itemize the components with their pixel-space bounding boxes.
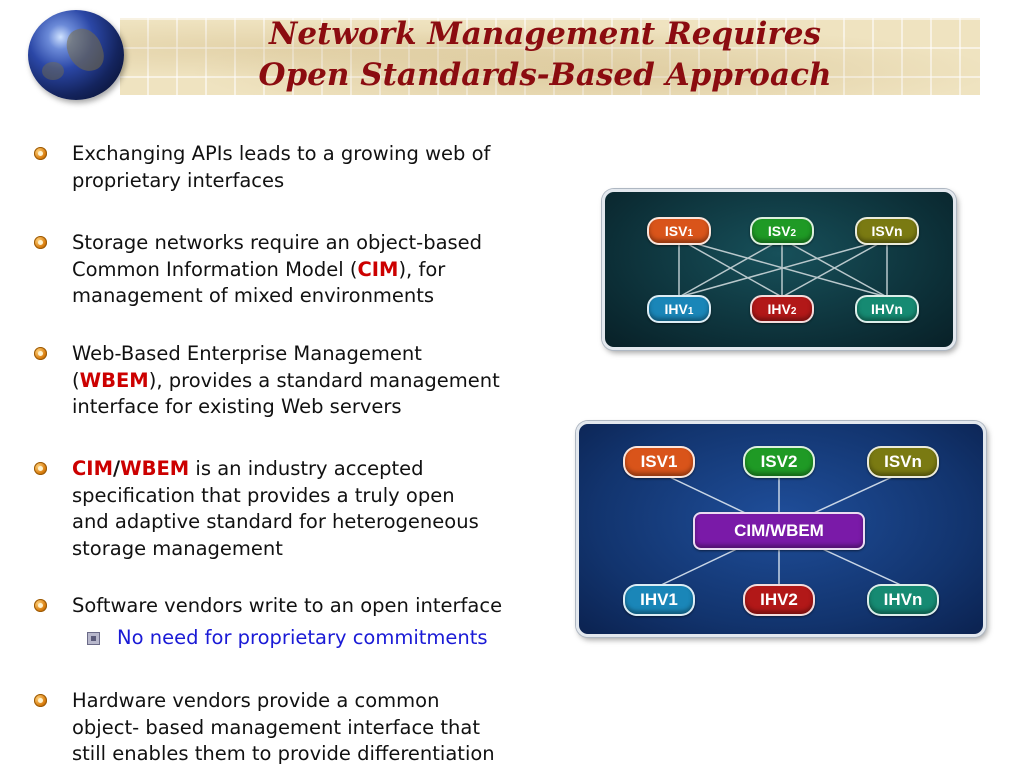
node-label: IHV: [767, 301, 791, 317]
orange-circle-bullet-icon: [34, 462, 47, 475]
sub-bullet-item: No need for proprietary commitments: [87, 625, 488, 651]
bullet-line: still enables them to provide differenti…: [72, 742, 495, 765]
orange-circle-bullet-icon: [34, 347, 47, 360]
bullet-text: Web-Based Enterprise Management (WBEM), …: [72, 341, 554, 421]
bullet-line: Hardware vendors provide a common: [72, 689, 440, 712]
bullet-text: CIM/WBEM is an industry accepted specifi…: [72, 456, 554, 562]
node-subscript: 2: [790, 228, 797, 239]
bullet-line: (WBEM), provides a standard management: [72, 368, 554, 395]
bullet-line: CIM/WBEM is an industry accepted: [72, 456, 554, 483]
title-banner: [120, 18, 980, 95]
bullet-text-part: is an industry accepted: [189, 457, 424, 480]
node-subscript: 2: [790, 306, 797, 317]
bullet-text-part: ), provides a standard management: [148, 368, 500, 392]
bullet-item: Storage networks require an object-based…: [34, 230, 554, 310]
node-ihvn: IHVn: [867, 584, 939, 616]
bullet-text: Software vendors write to an open interf…: [72, 593, 554, 620]
node-label: IHVn: [871, 301, 903, 317]
orange-circle-bullet-icon: [34, 147, 47, 160]
orange-circle-bullet-icon: [34, 694, 47, 707]
node-isv2: ISV2: [743, 446, 815, 478]
bullet-item: CIM/WBEM is an industry accepted specifi…: [34, 456, 554, 562]
node-label: ISV: [767, 223, 791, 239]
node-label: ISV: [664, 223, 688, 239]
node-ihv2: IHV2: [743, 584, 815, 616]
node-isvn: ISVn: [867, 446, 939, 478]
mesh-link: [781, 238, 888, 298]
bullet-line: Exchanging APIs leads to a growing web o…: [72, 142, 491, 165]
highlight-wbem: WBEM: [79, 368, 149, 392]
mesh-link: [678, 238, 888, 298]
node-ihvn: IHVn: [855, 295, 919, 323]
globe-icon: [28, 10, 124, 100]
title-line-1: Network Management Requires: [269, 16, 821, 52]
page-title: Network Management Requires Open Standar…: [170, 14, 920, 96]
node-isvn: ISVn: [855, 217, 919, 245]
globe-land: [62, 23, 108, 77]
bullet-line: Storage networks require an object-based: [72, 231, 483, 254]
bullet-item: Software vendors write to an open interf…: [34, 593, 554, 620]
bullet-item: Hardware vendors provide a common object…: [34, 688, 554, 768]
node-ihv1: IHV1: [647, 295, 711, 323]
square-sub-bullet-icon: [87, 632, 100, 645]
bullet-text: Exchanging APIs leads to a growing web o…: [72, 141, 554, 194]
bullet-line: interface for existing Web servers: [72, 395, 402, 418]
bullet-line: management of mixed environments: [72, 284, 435, 307]
bullet-text-part: (: [72, 368, 80, 392]
node-isv1: ISV1: [647, 217, 711, 245]
title-line-2: Open Standards-Based Approach: [258, 57, 832, 93]
bullet-text: Storage networks require an object-based…: [72, 230, 554, 310]
bullet-line: proprietary interfaces: [72, 168, 285, 192]
node-subscript: 1: [687, 306, 694, 317]
node-label: ISVn: [871, 223, 903, 239]
bullet-line: Software vendors write to an open interf…: [72, 594, 503, 617]
bullet-line: and adaptive standard for heterogeneous: [72, 510, 479, 533]
mesh-link: [678, 238, 783, 298]
slash-separator: /: [112, 457, 121, 480]
node-subscript: 1: [687, 228, 694, 239]
node-ihv2: IHV2: [750, 295, 814, 323]
bullet-text-part: Common Information Model (: [72, 257, 358, 281]
bullet-text: Hardware vendors provide a common object…: [72, 688, 554, 768]
bullet-line: Web-Based Enterprise Management: [72, 342, 422, 365]
sub-bullet-text: No need for proprietary commitments: [117, 626, 488, 649]
bullet-line: object- based management interface that: [72, 715, 480, 739]
highlight-cim: CIM: [357, 257, 399, 281]
highlight-cim: CIM: [72, 457, 113, 480]
highlight-wbem: WBEM: [120, 457, 190, 480]
orange-circle-bullet-icon: [34, 599, 47, 612]
bullet-line: storage management: [72, 536, 283, 560]
globe-land: [42, 62, 64, 80]
mesh-connections: [678, 238, 888, 298]
node-ihv1: IHV1: [623, 584, 695, 616]
bullet-line: Common Information Model (CIM), for: [72, 257, 554, 284]
bullet-line: specification that provides a truly open: [72, 483, 455, 507]
node-isv1: ISV1: [623, 446, 695, 478]
hub-cim-wbem: CIM/WBEM: [693, 512, 865, 550]
node-isv2: ISV2: [750, 217, 814, 245]
orange-circle-bullet-icon: [34, 236, 47, 249]
bullet-item: Web-Based Enterprise Management (WBEM), …: [34, 341, 554, 421]
bullet-text-part: ), for: [398, 257, 446, 281]
bullet-item: Exchanging APIs leads to a growing web o…: [34, 141, 554, 194]
node-label: IHV: [664, 301, 688, 317]
